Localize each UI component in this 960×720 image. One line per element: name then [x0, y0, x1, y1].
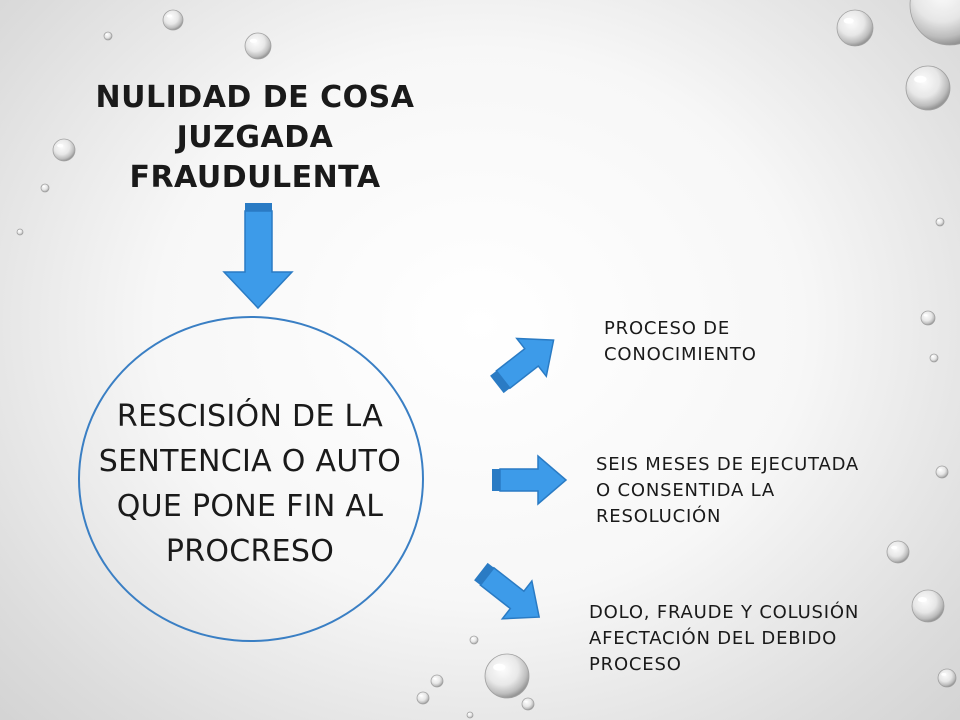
water-drop-highlight	[923, 314, 928, 317]
title-line: JUZGADA	[176, 120, 334, 155]
center-line: QUE PONE FIN AL	[116, 489, 384, 524]
water-drop-highlight	[917, 597, 927, 603]
water-drop-highlight	[938, 468, 942, 471]
water-drop-highlight	[471, 637, 474, 640]
water-drop-highlight	[17, 230, 20, 232]
branch-line: SEIS MESES DE EJECUTADA	[596, 454, 860, 475]
down-arrow	[222, 203, 294, 310]
center-line: SENTENCIA O AUTO	[98, 444, 402, 479]
water-drop-highlight	[937, 219, 940, 222]
branch-label-plazo: SEIS MESES DE EJECUTADA O CONSENTIDA LA …	[596, 452, 859, 530]
branch-line: PROCESO DE	[604, 318, 731, 339]
branch-label-conocimiento: PROCESO DE CONOCIMIENTO	[604, 316, 757, 368]
center-line: RESCISIÓN DE LA	[116, 399, 384, 434]
branch-line: O CONSENTIDA LA	[596, 480, 775, 501]
water-drop-highlight	[941, 672, 947, 676]
water-drop-highlight	[493, 663, 506, 671]
branch-label-causales: DOLO, FRAUDE Y COLUSIÓN AFECTACIÓN DEL D…	[589, 600, 859, 678]
water-drop-highlight	[931, 355, 934, 358]
water-drop-highlight	[57, 143, 64, 148]
branch-line: CONOCIMIENTO	[604, 344, 757, 365]
branch-arrow-2	[492, 454, 568, 506]
water-drop-highlight	[914, 75, 927, 83]
title-line: NULIDAD DE COSA	[95, 80, 415, 115]
title-line: FRAUDULENTA	[129, 160, 381, 195]
branch-arrow-1	[490, 337, 555, 394]
water-drop-highlight	[467, 713, 470, 715]
water-drop-highlight	[843, 17, 854, 24]
branch-line: RESOLUCIÓN	[596, 506, 722, 527]
water-drop-highlight	[524, 700, 528, 703]
center-text: RESCISIÓN DE LA SENTENCIA O AUTO QUE PON…	[60, 394, 440, 574]
water-drop-highlight	[166, 14, 173, 18]
water-drop	[909, 0, 960, 46]
water-drop-highlight	[891, 545, 898, 550]
water-drop-highlight	[249, 38, 258, 43]
water-drop-highlight	[419, 694, 423, 697]
center-line: PROCRESO	[165, 534, 335, 569]
water-drop-highlight	[105, 33, 108, 36]
branch-line: DOLO, FRAUDE Y COLUSIÓN	[589, 602, 860, 623]
water-drop-highlight	[433, 677, 437, 680]
branch-arrow-3	[474, 562, 541, 620]
water-drop-highlight	[42, 185, 45, 188]
branch-line: AFECTACIÓN DEL DEBIDO	[589, 628, 838, 649]
diagram-title: NULIDAD DE COSA JUZGADA FRAUDULENTA	[70, 78, 440, 198]
branch-line: PROCESO	[589, 654, 682, 675]
center-circle	[78, 316, 424, 642]
